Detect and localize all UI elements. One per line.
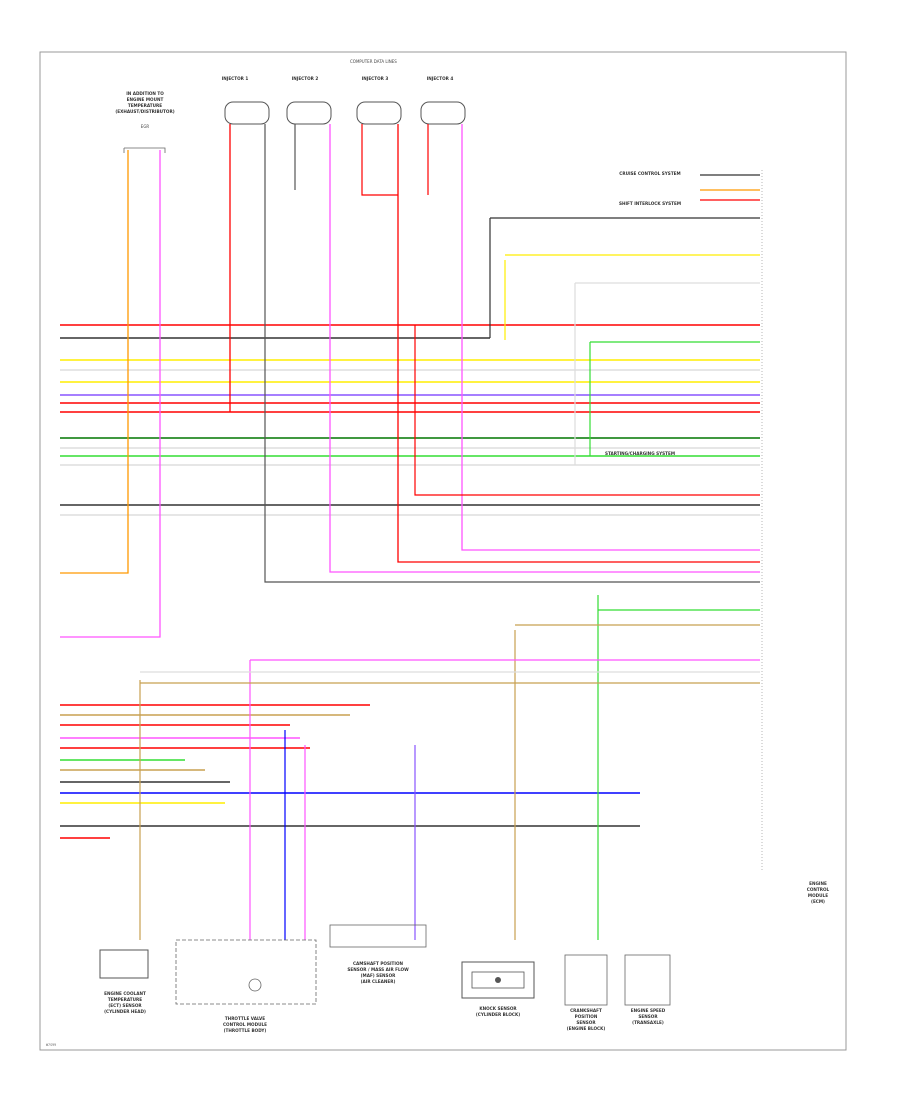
svg-text:CAMSHAFT POSITION: CAMSHAFT POSITION — [353, 961, 404, 966]
svg-text:(TRANSAXLE): (TRANSAXLE) — [632, 1020, 664, 1025]
svg-text:(EXHAUST/DISTRIBUTOR): (EXHAUST/DISTRIBUTOR) — [115, 109, 174, 114]
svg-text:(ENGINE BLOCK): (ENGINE BLOCK) — [567, 1026, 606, 1031]
svg-text:(MAF) SENSOR: (MAF) SENSOR — [361, 973, 397, 978]
svg-text:CRANKSHAFT: CRANKSHAFT — [570, 1008, 602, 1013]
svg-text:IN ADDITION TO: IN ADDITION TO — [126, 91, 164, 96]
cruise-control-label: CRUISE CONTROL SYSTEM — [619, 171, 680, 176]
svg-text:CONTROL MODULE: CONTROL MODULE — [223, 1022, 267, 1027]
fuel-injectors: INJECTOR 1 INJECTOR 2 INJECTOR 3 INJECTO… — [222, 76, 466, 125]
svg-text:(AIR CLEANER): (AIR CLEANER) — [361, 979, 396, 984]
svg-text:INJECTOR 1: INJECTOR 1 — [222, 76, 249, 81]
svg-text:SENSOR: SENSOR — [576, 1020, 596, 1025]
svg-text:(CYLINDER BLOCK): (CYLINDER BLOCK) — [476, 1012, 520, 1017]
svg-text:THROTTLE VALVE: THROTTLE VALVE — [225, 1016, 265, 1021]
orange-wire — [60, 150, 129, 574]
svg-text:TEMPERATURE: TEMPERATURE — [108, 997, 142, 1002]
svg-text:EGR: EGR — [141, 124, 150, 129]
injector-4-b — [461, 124, 760, 551]
svg-text:SENSOR: SENSOR — [638, 1014, 658, 1019]
diagram-code: W7S99 — [46, 1043, 56, 1047]
diagram-title: COMPUTER DATA LINES — [350, 59, 397, 64]
injector-3-b — [397, 124, 760, 563]
top-left-component: IN ADDITION TO ENGINE MOUNT TEMPERATURE … — [115, 91, 175, 153]
svg-text:INJECTOR 3: INJECTOR 3 — [362, 76, 389, 81]
pink-wire — [60, 150, 161, 638]
svg-text:TEMPERATURE: TEMPERATURE — [128, 103, 162, 108]
injector-3-a — [361, 124, 398, 196]
diagram-frame — [39, 51, 847, 1051]
svg-text:INJECTOR 2: INJECTOR 2 — [292, 76, 319, 81]
svg-text:INJECTOR 4: INJECTOR 4 — [427, 76, 454, 81]
svg-text:MODULE: MODULE — [808, 893, 828, 898]
svg-text:POSITION: POSITION — [575, 1014, 598, 1019]
svg-text:CONTROL: CONTROL — [807, 887, 830, 892]
svg-text:(THROTTLE BODY): (THROTTLE BODY) — [224, 1028, 267, 1033]
wire-red-upper — [414, 325, 760, 496]
svg-text:ENGINE COOLANT: ENGINE COOLANT — [104, 991, 146, 996]
ecm-connector: ENGINE CONTROL MODULE (ECM) — [761, 170, 830, 904]
bottom-components: ENGINE COOLANT TEMPERATURE (ECT) SENSOR … — [99, 924, 671, 1033]
wires-layer — [60, 124, 760, 940]
injector-1-brown — [264, 124, 760, 583]
starting-charging-label: STARTING/CHARGING SYSTEM — [605, 451, 675, 456]
svg-text:SENSOR / MASS AIR FLOW: SENSOR / MASS AIR FLOW — [347, 967, 409, 972]
svg-text:(ECM): (ECM) — [811, 899, 825, 904]
svg-text:(ECT) SENSOR: (ECT) SENSOR — [108, 1003, 142, 1008]
svg-text:(CYLINDER HEAD): (CYLINDER HEAD) — [104, 1009, 146, 1014]
svg-text:ENGINE SPEED: ENGINE SPEED — [631, 1008, 666, 1013]
shift-interlock-label: SHIFT INTERLOCK SYSTEM — [619, 201, 681, 206]
svg-text:ENGINE: ENGINE — [809, 881, 827, 886]
svg-text:ENGINE MOUNT: ENGINE MOUNT — [127, 97, 164, 102]
svg-text:KNOCK SENSOR: KNOCK SENSOR — [479, 1006, 517, 1011]
injector-2-b — [329, 124, 760, 573]
